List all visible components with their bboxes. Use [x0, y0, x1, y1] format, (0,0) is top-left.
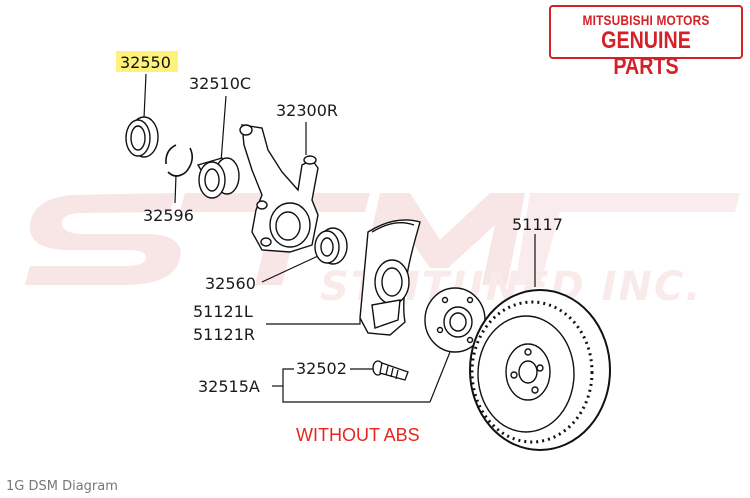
badge-title: GENUINE PARTS [601, 27, 691, 80]
snap-ring-end [165, 144, 177, 165]
snap-ring-drawing [167, 147, 194, 177]
label-32596: 32596 [143, 206, 194, 225]
bearing-drawing [196, 157, 240, 199]
label-32515a: 32515A [198, 377, 260, 396]
seal-32550-drawing [125, 116, 159, 158]
highlight-box [116, 51, 178, 72]
genuine-parts-badge: MITSUBISHI MOTORS GENUINE PARTS [549, 5, 743, 80]
label-32550: 32550 [120, 53, 171, 72]
label-32510c: 32510C [189, 74, 251, 93]
diagram-caption: 1G DSM Diagram [6, 479, 118, 494]
bolt-drawing [372, 360, 409, 381]
knuckle-drawing [239, 124, 319, 253]
dust-shield-drawing [359, 219, 421, 336]
label-51121r: 51121R [193, 325, 255, 344]
label-32560: 32560 [205, 274, 256, 293]
inner-seal-drawing [314, 227, 348, 265]
label-51117: 51117 [512, 215, 563, 234]
rotor-drawing [469, 289, 611, 451]
hub-drawing [424, 287, 486, 353]
without-abs-note: WITHOUT ABS [296, 425, 420, 445]
badge-brand: MITSUBISHI MOTORS [582, 12, 710, 28]
leader-lines [143, 73, 536, 403]
label-32502: 32502 [296, 359, 347, 378]
label-51121l: 51121L [193, 302, 253, 321]
label-32300r: 32300R [276, 101, 338, 120]
